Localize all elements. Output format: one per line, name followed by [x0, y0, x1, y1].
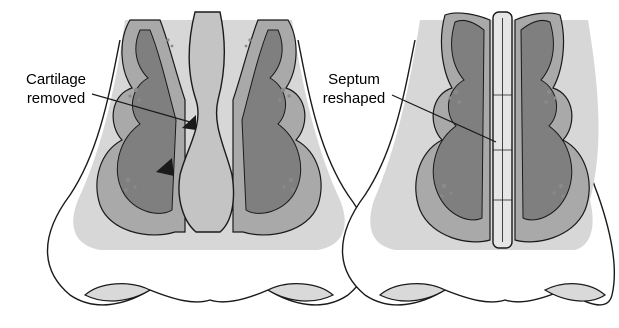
callout-septum-reshaped-line1: Septum	[316, 70, 392, 89]
left-nose-diagram	[48, 12, 371, 305]
callout-cartilage-removed-line2: removed	[16, 89, 96, 108]
right-nose-diagram	[343, 12, 615, 305]
callout-septum-reshaped: Septum reshaped	[316, 70, 392, 108]
callout-septum-reshaped-line2: reshaped	[316, 89, 392, 108]
callout-cartilage-removed-line1: Cartilage	[16, 70, 96, 89]
callout-cartilage-removed: Cartilage removed	[16, 70, 96, 108]
